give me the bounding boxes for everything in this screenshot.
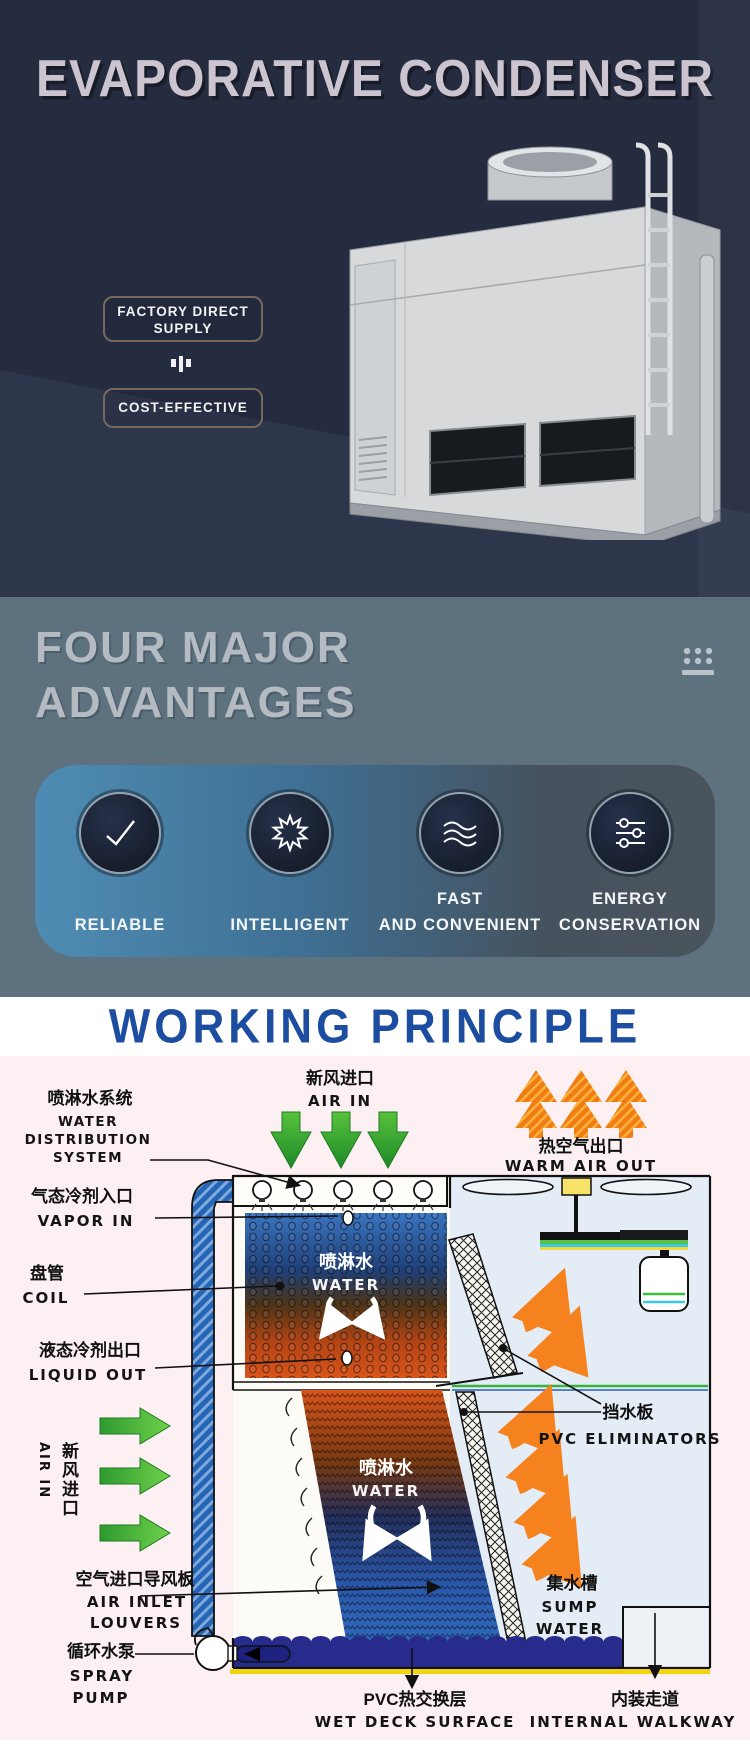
condenser-unit-illustration xyxy=(349,142,721,540)
air-in-top-arrows xyxy=(270,1111,409,1170)
label-spray-water-lower-en: WATER xyxy=(352,1482,420,1500)
label-air-in-left: AIR IN 新风进口 xyxy=(36,1442,98,1552)
advantages-title-line2: ADVANTAGES xyxy=(35,678,357,727)
reliable-circle xyxy=(79,792,161,874)
advantage-item-intelligent: INTELLIGENT xyxy=(205,765,375,957)
advantage-label: ENERGY CONSERVATION xyxy=(558,890,702,934)
waves-icon xyxy=(443,821,477,847)
riser-pipe xyxy=(191,1179,234,1637)
advantage-label: RELIABLE xyxy=(74,916,166,934)
base-accent-line xyxy=(230,1669,710,1674)
inlet-louver-marks xyxy=(285,1397,323,1595)
advantages-section: FOUR MAJOR ADVANTAGES RELIABLE xyxy=(0,597,750,997)
grid-dots-icon xyxy=(682,647,714,675)
label-spray-water-upper-zh: 喷淋水 xyxy=(319,1251,374,1272)
badge-factory-line1: FACTORY DIRECT xyxy=(117,304,249,319)
label-liquid-out-en: LIQUID OUT xyxy=(29,1366,148,1384)
flow-direction-arrow xyxy=(244,1647,260,1661)
fast-circle xyxy=(419,792,501,874)
label-internal-walkway-en: INTERNAL WALKWAY xyxy=(530,1713,737,1731)
energy-circle xyxy=(589,792,671,874)
warm-air-out-arrows xyxy=(515,1070,647,1138)
label-spray-water-lower-zh: 喷淋水 xyxy=(359,1457,414,1478)
label-wet-deck-zh: PVC热交换层 xyxy=(364,1689,467,1709)
label-coil-en: COIL xyxy=(23,1289,70,1307)
label-air-in-top-zh: 新风进口 xyxy=(306,1068,374,1088)
advantages-card: RELIABLE INTELLIGENT xyxy=(35,765,715,957)
page-title: EVAPORATIVE CONDENSER xyxy=(36,50,714,109)
label-wet-deck-en: WET DECK SURFACE xyxy=(315,1713,516,1731)
fan-assembly xyxy=(462,1177,692,1312)
working-principle-header: WORKING PRINCIPLE xyxy=(0,997,750,1056)
badge-cost-effective: COST-EFFECTIVE xyxy=(103,388,263,428)
label-sump-water-en2: WATER xyxy=(536,1620,604,1638)
advantage-label: INTELLIGENT xyxy=(230,916,350,934)
air-in-left-arrows xyxy=(99,1407,171,1552)
working-principle-diagram: 新风进口 AIR IN 热空气出口 WARM AIR OUT 喷淋水 WATER xyxy=(0,1056,750,1740)
label-spray-pump-zh: 循环水泵 xyxy=(67,1641,135,1661)
label-warm-air-out-zh: 热空气出口 xyxy=(539,1136,624,1156)
label-vapor-in-en: VAPOR IN xyxy=(38,1212,135,1230)
star-burst-icon xyxy=(271,813,309,853)
label-air-in-left-en: AIR IN xyxy=(36,1442,51,1500)
product-photo-evaporative-condenser xyxy=(349,142,721,540)
label-air-inlet-louvers-en2: LOUVERS xyxy=(90,1614,182,1632)
water-flow-arrows-upper xyxy=(318,1296,386,1340)
label-water-distribution-en1: WATER xyxy=(58,1114,118,1130)
coil-block: 喷淋水 WATER xyxy=(245,1210,447,1378)
label-vapor-in-zh: 气态冷剂入口 xyxy=(30,1186,133,1206)
label-air-inlet-louvers-zh: 空气进口导风板 xyxy=(76,1569,196,1589)
intelligent-circle xyxy=(249,792,331,874)
badge-factory-line2: SUPPLY xyxy=(153,321,213,336)
ladder xyxy=(635,142,673,435)
label-water-distribution-en3: SYSTEM xyxy=(53,1150,123,1166)
quote-separator-mark xyxy=(166,356,196,376)
hero-section: EVAPORATIVE CONDENSER xyxy=(0,0,750,597)
label-water-distribution-zh: 喷淋水系统 xyxy=(48,1088,133,1108)
water-distribution-header xyxy=(232,1175,448,1211)
eliminator-slat xyxy=(435,1372,524,1387)
label-internal-walkway-zh: 内装走道 xyxy=(611,1689,679,1709)
label-spray-pump-en2: PUMP xyxy=(72,1689,129,1707)
advantage-label: FAST AND CONVENIENT xyxy=(378,890,542,934)
wet-deck-block: 喷淋水 WATER xyxy=(301,1390,502,1645)
label-warm-air-out-en: WARM AIR OUT xyxy=(505,1157,657,1175)
check-icon xyxy=(106,820,135,846)
advantages-title-line1: FOUR MAJOR xyxy=(35,623,351,672)
label-air-inlet-louvers-en1: AIR INLET xyxy=(87,1593,187,1611)
label-sump-water-en1: SUMP xyxy=(542,1598,599,1616)
ladder-rungs xyxy=(648,193,670,407)
label-air-in-top-en: AIR IN xyxy=(308,1092,372,1110)
sump-water xyxy=(233,1636,623,1668)
upper-eliminator-mesh xyxy=(448,1233,518,1379)
nozzle-tips xyxy=(259,1198,426,1202)
label-water-distribution-en2: DISTRIBUTION xyxy=(25,1132,152,1148)
internal-walkway-step xyxy=(622,1606,710,1668)
label-sump-water-zh: 集水槽 xyxy=(546,1573,598,1593)
unit-outline xyxy=(231,1174,712,1670)
float-tank xyxy=(639,1256,689,1312)
label-pointers xyxy=(83,1159,663,1690)
label-pvc-eliminators-zh: 挡水板 xyxy=(603,1402,655,1422)
working-principle-title: WORKING PRINCIPLE xyxy=(108,999,642,1054)
advantage-item-fast-convenient: FAST AND CONVENIENT xyxy=(375,765,545,957)
vent-slots xyxy=(358,436,388,481)
vapor-inlet-port xyxy=(342,1210,354,1226)
liquid-outlet-port xyxy=(341,1350,353,1366)
label-spray-water-upper-en: WATER xyxy=(312,1276,380,1294)
label-pvc-eliminators-en: PVC ELIMINATORS xyxy=(538,1430,721,1448)
sliders-icon xyxy=(616,818,645,848)
label-air-in-left-zh: 新风进口 xyxy=(59,1442,78,1518)
advantage-item-energy-conservation: ENERGY CONSERVATION xyxy=(545,765,715,957)
advantage-item-reliable: RELIABLE xyxy=(35,765,205,957)
diagram-svg: 新风进口 AIR IN 热空气出口 WARM AIR OUT 喷淋水 WATER xyxy=(23,1068,737,1731)
water-flow-arrows-lower xyxy=(362,1504,432,1562)
badge-factory-direct-supply: FACTORY DIRECT SUPPLY xyxy=(103,296,263,342)
label-spray-pump-en1: SPRAY xyxy=(70,1667,134,1685)
label-liquid-out-zh: 液态冷剂出口 xyxy=(39,1340,141,1360)
spray-ticks xyxy=(251,1203,434,1211)
label-coil-zh: 盘管 xyxy=(30,1263,64,1283)
